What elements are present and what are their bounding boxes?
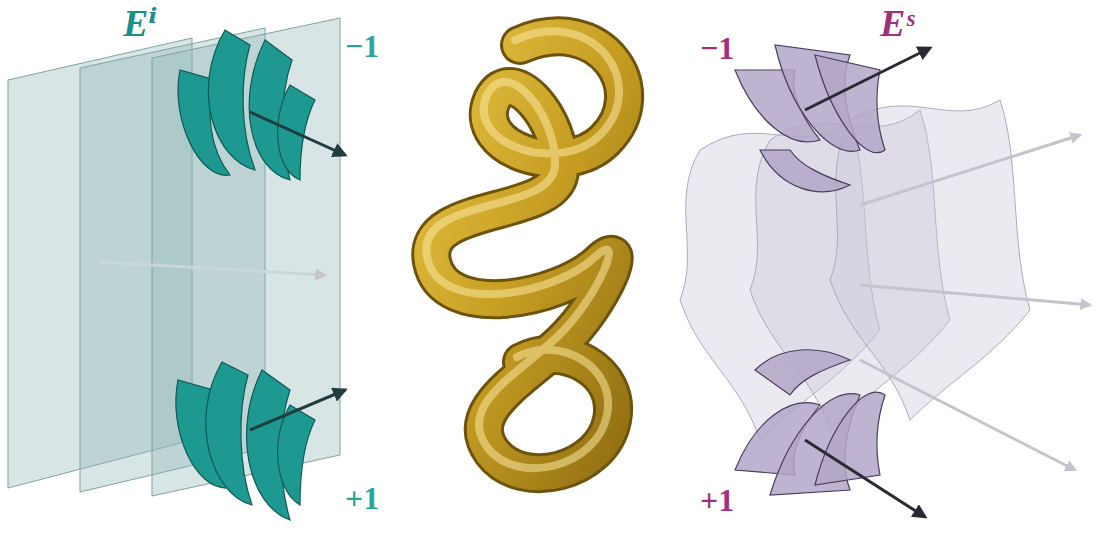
propagation-arrow <box>100 262 325 275</box>
propagation-arrow <box>860 135 1090 470</box>
vortex-beam <box>735 45 885 192</box>
topological-charge: −1 <box>700 32 734 64</box>
propagation-arrow <box>805 48 930 110</box>
topological-charge: −1 <box>345 30 379 62</box>
topological-charge: +1 <box>345 482 379 514</box>
chiral-scatterer <box>426 31 624 473</box>
topological-charge: +1 <box>700 484 734 516</box>
vortex-beam <box>176 362 315 520</box>
vortex-beam <box>735 350 885 495</box>
propagation-arrow <box>805 440 925 517</box>
propagation-arrow <box>250 390 345 430</box>
vortex-beam <box>178 30 315 180</box>
propagation-arrow <box>250 112 345 155</box>
field-symbol: Eˢ <box>880 4 914 42</box>
field-symbol: Eⁱ <box>123 4 157 42</box>
